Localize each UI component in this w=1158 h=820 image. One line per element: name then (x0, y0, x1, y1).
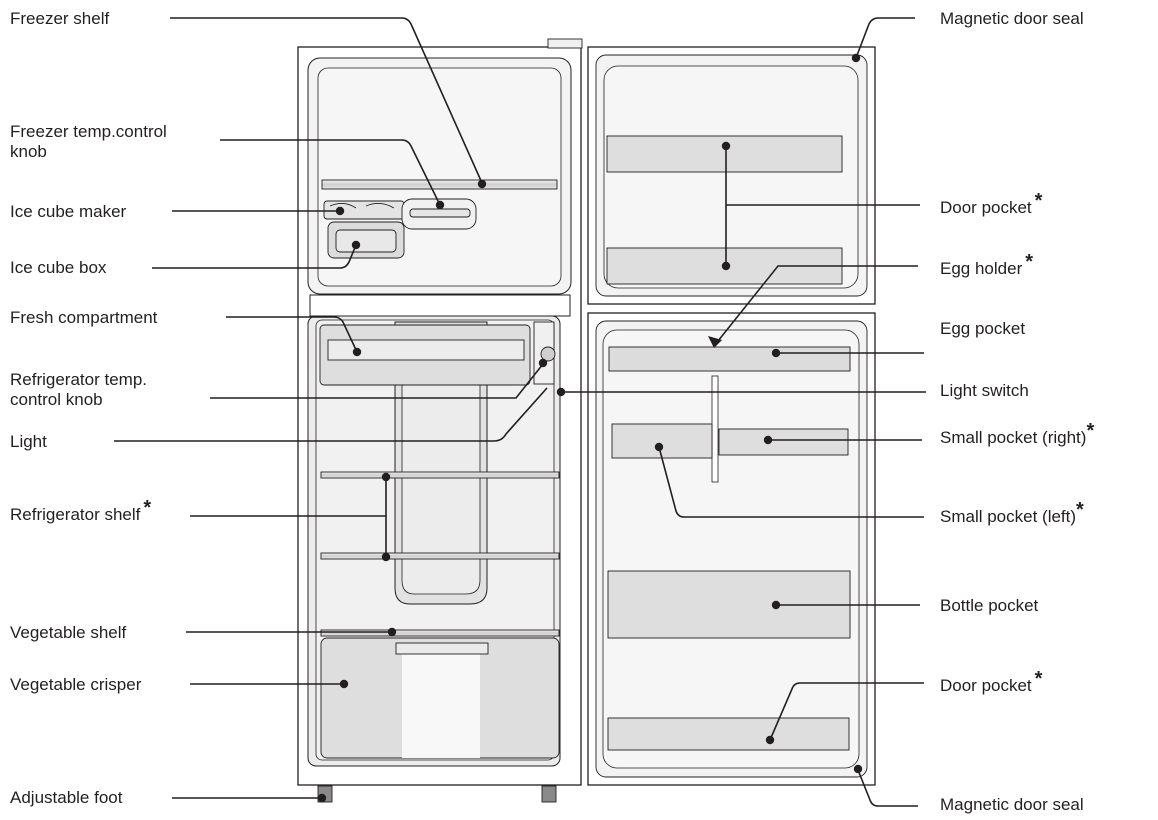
label-egg-holder-text: Egg holder (940, 259, 1023, 278)
vegetable-shelf (320, 629, 560, 637)
label-small-pocket-right-text: Small pocket (right) (940, 428, 1087, 447)
label-small-pocket-right: Small pocket (right)* (940, 421, 1094, 447)
label-magnetic-door-seal-bottom: Magnetic door seal (940, 795, 1084, 814)
compartment-divider (309, 294, 571, 317)
door-hinge (547, 38, 583, 49)
label-fresh-compartment: Fresh compartment (10, 308, 158, 327)
optional-asterisk: * (1034, 668, 1043, 690)
label-bottle-pocket: Bottle pocket (940, 596, 1039, 615)
freezer-shelf (321, 179, 558, 190)
leader-dots (317, 53, 863, 803)
label-small-pocket-left: Small pocket (left)* (940, 500, 1084, 526)
label-ice-cube-box: Ice cube box (10, 258, 107, 277)
small-pocket-left (611, 423, 713, 459)
label-light: Light (10, 432, 47, 451)
freezer-door-pocket-upper (606, 135, 843, 173)
label-refrigerator-shelf: Refrigerator shelf* (10, 498, 151, 524)
label-refrigerator-temp-control-line2: control knob (10, 390, 103, 409)
label-freezer-shelf: Freezer shelf (10, 9, 110, 28)
small-pocket-right (718, 428, 849, 456)
label-door-pocket-bottom: Door pocket* (940, 669, 1042, 695)
label-light-switch: Light switch (940, 381, 1029, 400)
label-egg-holder: Egg holder* (940, 252, 1033, 278)
label-adjustable-foot: Adjustable foot (10, 788, 123, 807)
label-vegetable-shelf: Vegetable shelf (10, 623, 127, 642)
egg-pocket (608, 346, 851, 372)
optional-asterisk: * (143, 497, 152, 519)
label-freezer-temp-control-line2: knob (10, 142, 47, 161)
label-refrigerator-temp-control-line1: Refrigerator temp. (10, 370, 147, 389)
egg-holder-arrow (708, 336, 722, 348)
optional-asterisk: * (1025, 251, 1034, 273)
refrigerator-shelf-lower (320, 552, 560, 560)
refrigerator-door-pocket (607, 717, 850, 751)
label-door-pocket-bottom-text: Door pocket (940, 676, 1032, 695)
optional-asterisk: * (1034, 190, 1043, 212)
refrigerator-temp-knob (540, 346, 556, 362)
label-small-pocket-left-text: Small pocket (left) (940, 507, 1077, 526)
label-magnetic-door-seal-top: Magnetic door seal (940, 9, 1084, 28)
adjustable-foot-right (541, 785, 557, 803)
optional-asterisk: * (1076, 499, 1084, 521)
label-vegetable-crisper: Vegetable crisper (10, 675, 142, 694)
optional-asterisk: * (1086, 420, 1095, 442)
refrigerator-shelf-upper (320, 471, 560, 479)
label-egg-pocket: Egg pocket (940, 319, 1026, 338)
label-ice-cube-maker: Ice cube maker (10, 202, 127, 221)
label-door-pocket-top-text: Door pocket (940, 198, 1032, 217)
label-freezer-temp-control-line1: Freezer temp.control (10, 122, 167, 141)
leader-lines (114, 17, 926, 807)
label-door-pocket-top: Door pocket* (940, 191, 1042, 217)
label-refrigerator-shelf-text: Refrigerator shelf (10, 505, 141, 524)
